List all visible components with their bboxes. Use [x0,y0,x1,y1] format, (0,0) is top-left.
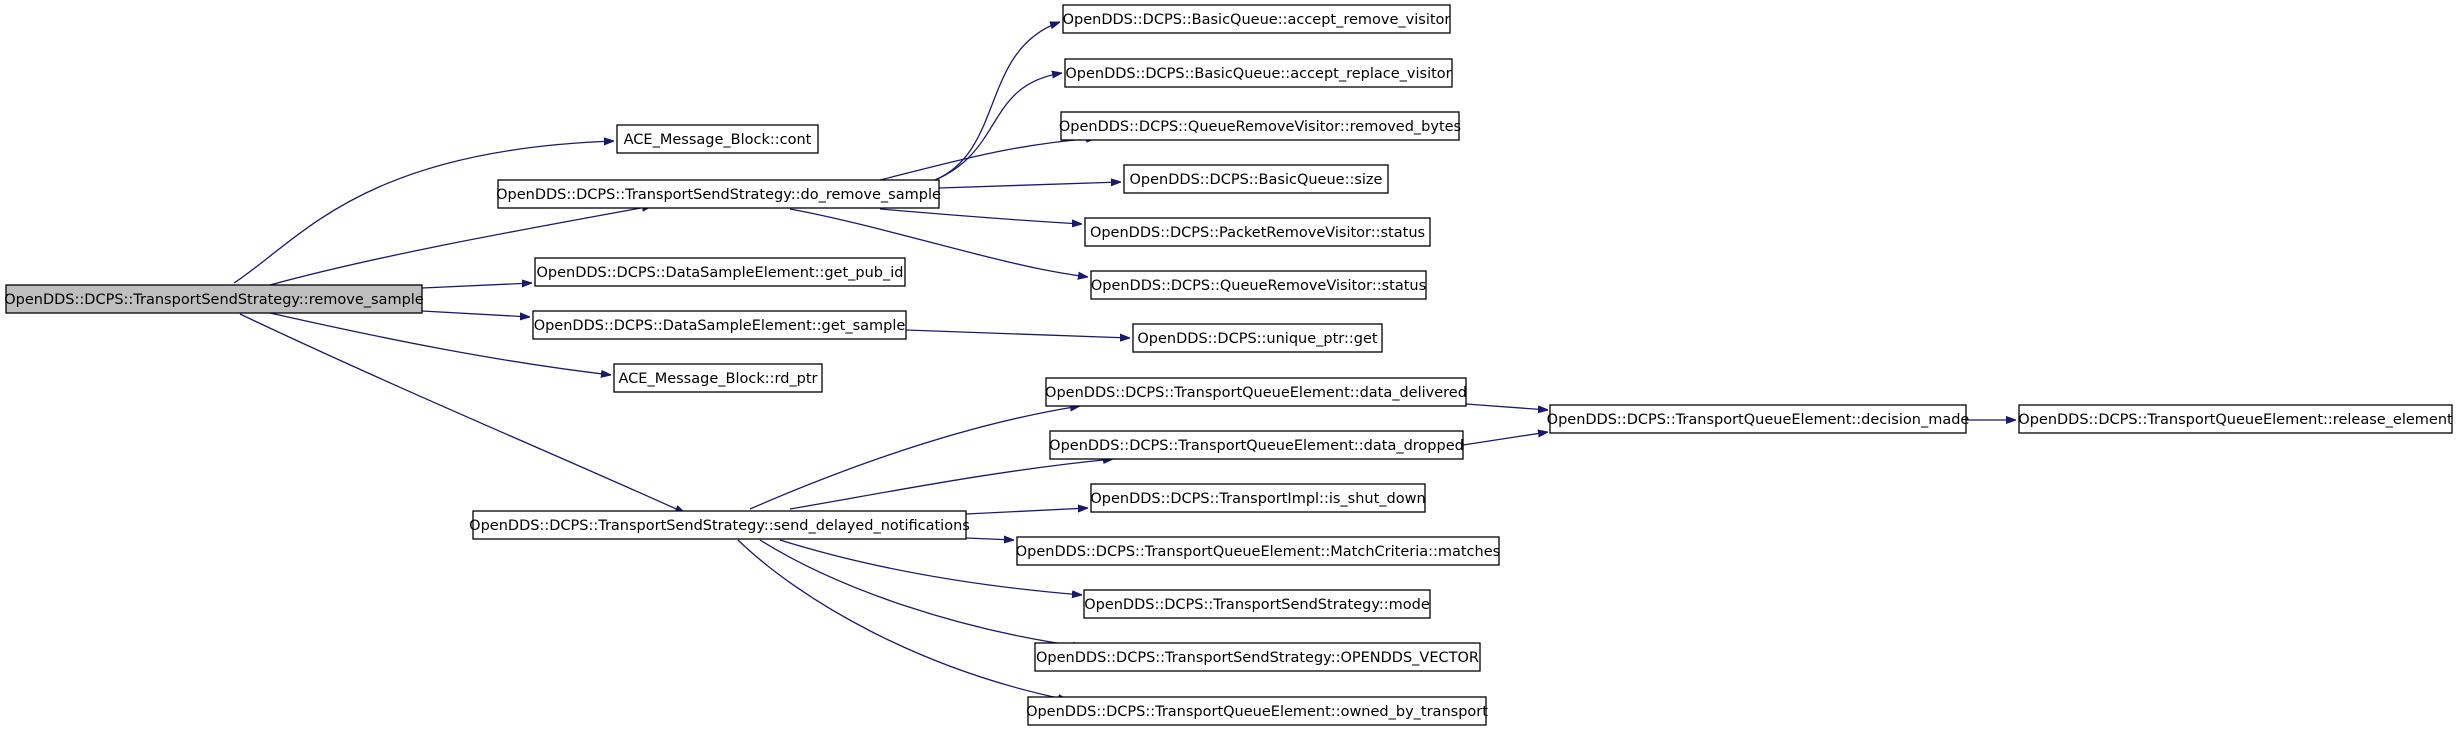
node-label: ACE_Message_Block::rd_ptr [619,371,818,387]
node-decision-made[interactable]: OpenDDS::DCPS::TransportQueueElement::de… [1547,404,1970,434]
node-accept-remove-visitor[interactable]: OpenDDS::DCPS::BasicQueue::accept_remove… [1062,4,1451,34]
node-get-pub-id[interactable]: OpenDDS::DCPS::DataSampleElement::get_pu… [534,257,906,287]
edge-data-delivered-to-decision-made [1465,403,1548,410]
node-do-remove-sample[interactable]: OpenDDS::DCPS::TransportSendStrategy::do… [496,179,941,209]
node-data-dropped[interactable]: OpenDDS::DCPS::TransportQueueElement::da… [1049,430,1464,460]
node-label: OpenDDS::DCPS::BasicQueue::accept_remove… [1063,12,1451,28]
node-label: OpenDDS::DCPS::TransportQueueElement::Ma… [1016,544,1500,560]
node-label: OpenDDS::DCPS::TransportSendStrategy::se… [469,518,970,534]
edge-do-remove-to-packet-status [879,208,1082,224]
node-size[interactable]: OpenDDS::DCPS::BasicQueue::size [1123,164,1389,194]
nodes: OpenDDS::DCPS::TransportSendStrategy::re… [4,4,2453,726]
node-label: OpenDDS::DCPS::TransportImpl::is_shut_do… [1090,491,1425,507]
edge-send-delayed-to-data-delivered [749,406,1080,510]
edge-remove-sample-to-do-remove-sample [269,206,652,286]
node-label: OpenDDS::DCPS::TransportSendStrategy::mo… [1084,597,1430,613]
edge-send-delayed-to-is-shut-down [965,508,1088,515]
node-label: OpenDDS::DCPS::QueueRemoveVisitor::statu… [1091,278,1426,294]
edge-do-remove-to-accept-replace-visitor [934,73,1062,181]
edge-send-delayed-to-matches [965,538,1014,540]
node-label: OpenDDS::DCPS::BasicQueue::accept_replac… [1065,66,1451,82]
node-label: OpenDDS::DCPS::TransportSendStrategy::do… [496,187,941,203]
edge-do-remove-to-queue-status [789,208,1088,277]
edge-do-remove-to-size [938,182,1121,189]
node-label: OpenDDS::DCPS::DataSampleElement::get_sa… [534,318,906,334]
node-release-element[interactable]: OpenDDS::DCPS::TransportQueueElement::re… [2018,404,2453,434]
node-packet-status[interactable]: OpenDDS::DCPS::PacketRemoveVisitor::stat… [1084,217,1431,247]
edge-remove-sample-to-get-sample [421,310,530,317]
node-data-delivered[interactable]: OpenDDS::DCPS::TransportQueueElement::da… [1045,377,1467,407]
edge-do-remove-to-removed-bytes [879,138,1096,181]
edge-remove-sample-to-send-delayed [239,313,685,513]
node-send-delayed-notifications[interactable]: OpenDDS::DCPS::TransportSendStrategy::se… [469,510,970,540]
edge-remove-sample-to-cont [233,141,614,284]
node-label: OpenDDS::DCPS::QueueRemoveVisitor::remov… [1059,119,1461,135]
edge-send-delayed-to-owned-by-transport [737,539,1068,700]
node-label: OpenDDS::DCPS::TransportSendStrategy::OP… [1036,650,1479,666]
node-unique-get[interactable]: OpenDDS::DCPS::unique_ptr::get [1132,323,1383,353]
node-label: OpenDDS::DCPS::unique_ptr::get [1137,331,1378,347]
edge-get-sample-to-unique-get [905,329,1130,338]
node-queue-status[interactable]: OpenDDS::DCPS::QueueRemoveVisitor::statu… [1090,270,1427,300]
node-rd-ptr[interactable]: ACE_Message_Block::rd_ptr [613,363,823,393]
node-cont[interactable]: ACE_Message_Block::cont [616,124,819,154]
node-label: OpenDDS::DCPS::BasicQueue::size [1130,172,1383,188]
node-accept-replace-visitor[interactable]: OpenDDS::DCPS::BasicQueue::accept_replac… [1064,58,1453,88]
node-removed-bytes[interactable]: OpenDDS::DCPS::QueueRemoveVisitor::remov… [1059,111,1461,141]
node-get-sample[interactable]: OpenDDS::DCPS::DataSampleElement::get_sa… [532,310,907,340]
node-opendds-vector[interactable]: OpenDDS::DCPS::TransportSendStrategy::OP… [1034,642,1481,672]
node-is-shut-down[interactable]: OpenDDS::DCPS::TransportImpl::is_shut_do… [1090,483,1426,513]
edge-send-delayed-to-opendds-vector [759,539,1083,647]
node-label: OpenDDS::DCPS::TransportQueueElement::ow… [1026,704,1488,720]
node-matches[interactable]: OpenDDS::DCPS::TransportQueueElement::Ma… [1016,536,1500,566]
edge-remove-sample-to-get-pub-id [421,283,532,289]
node-label: ACE_Message_Block::cont [624,132,812,148]
edges [233,21,2016,700]
node-label: OpenDDS::DCPS::TransportQueueElement::de… [1547,412,1970,428]
node-label: OpenDDS::DCPS::TransportQueueElement::re… [2018,412,2453,428]
edge-send-delayed-to-data-dropped [789,459,1113,510]
node-label: OpenDDS::DCPS::TransportSendStrategy::re… [4,292,424,308]
node-label: OpenDDS::DCPS::DataSampleElement::get_pu… [537,265,904,281]
node-mode[interactable]: OpenDDS::DCPS::TransportSendStrategy::mo… [1083,589,1431,619]
node-label: OpenDDS::DCPS::TransportQueueElement::da… [1045,385,1467,401]
edge-remove-sample-to-rd-ptr [269,312,611,375]
node-owned-by-transport[interactable]: OpenDDS::DCPS::TransportQueueElement::ow… [1026,696,1488,726]
edge-send-delayed-to-mode [779,539,1082,595]
edge-do-remove-to-accept-remove-visitor [934,21,1060,181]
node-remove-sample[interactable]: OpenDDS::DCPS::TransportSendStrategy::re… [4,284,424,314]
node-label: OpenDDS::DCPS::PacketRemoveVisitor::stat… [1090,225,1425,241]
edge-data-dropped-to-decision-made [1462,432,1548,446]
node-label: OpenDDS::DCPS::TransportQueueElement::da… [1049,438,1464,454]
